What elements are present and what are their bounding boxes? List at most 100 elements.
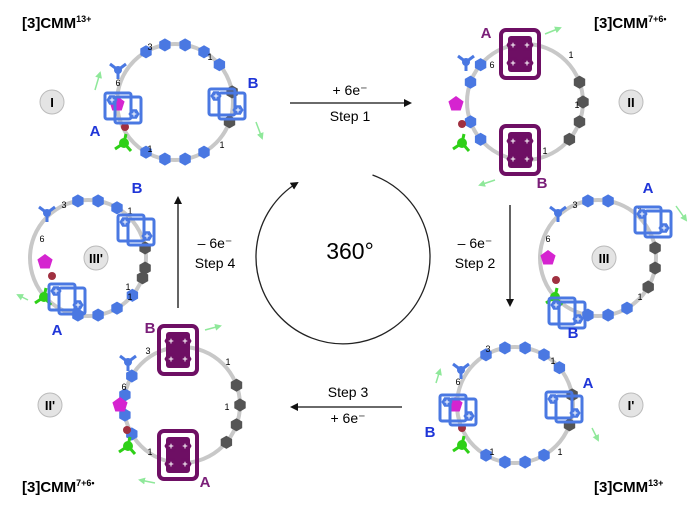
bipyridinium-hexagon — [111, 301, 123, 315]
bipyridinium-hexagon — [92, 308, 104, 322]
state-badge — [591, 245, 617, 271]
stopper-node — [123, 441, 133, 451]
linker-number: 3 — [485, 344, 490, 354]
linker-number: 1 — [207, 52, 212, 62]
linker-number: 1 — [219, 140, 224, 150]
plus-sign: + — [235, 105, 240, 115]
step1-label: + 6e⁻ Step 1 — [329, 82, 371, 124]
ring-letter: A — [90, 123, 101, 140]
bipyridinium-hexagon — [602, 308, 614, 322]
ring-box — [554, 394, 584, 424]
bipyridinium-hexagon — [126, 369, 138, 383]
spacer-hexagon — [563, 132, 576, 146]
plus-sign: + — [575, 314, 580, 324]
ring-letter: A — [643, 180, 654, 197]
ring-hexagon — [506, 39, 520, 51]
stopper-node — [457, 138, 467, 148]
motion-arrow — [591, 427, 599, 442]
linker-number: 6 — [121, 382, 126, 392]
ring-hexagon — [520, 39, 534, 51]
motion-arrow — [204, 323, 222, 331]
plus-sign: + — [168, 459, 173, 469]
bead — [123, 426, 131, 434]
ring-hexagon — [210, 91, 222, 101]
spacer-hexagon — [649, 241, 661, 255]
ring-hexagon — [441, 397, 453, 407]
ring-box — [126, 217, 156, 247]
spacer-hexagon — [649, 261, 661, 275]
ring-letter: B — [248, 75, 259, 92]
bipyridinium-hexagon — [553, 361, 566, 375]
plus-sign: + — [572, 408, 577, 418]
plus-sign: + — [550, 394, 555, 404]
step3-label: Step 3 + 6e⁻ — [327, 384, 369, 426]
plus-sign: + — [510, 136, 515, 146]
tripod-node — [124, 358, 132, 366]
linker-number: 1 — [127, 292, 132, 302]
state-badge — [39, 89, 65, 115]
bipyridinium-hexagon — [499, 341, 511, 355]
ring-hexagon — [506, 153, 520, 165]
linker-number: 1 — [224, 402, 229, 412]
bipyridinium-hexagon — [474, 58, 487, 72]
ring-hexagon — [164, 458, 178, 470]
linker-number: 1 — [574, 100, 579, 110]
state-label: I — [50, 95, 54, 110]
ring-box — [116, 213, 146, 243]
plus-sign: + — [524, 136, 529, 146]
bipyridinium-hexagon — [159, 152, 171, 166]
linker-number: 6 — [489, 60, 494, 70]
tripod-node — [554, 209, 562, 217]
bipyridinium-hexagon — [464, 115, 477, 129]
state-label: III — [599, 251, 610, 266]
ring-box — [547, 296, 577, 326]
tripod-node — [457, 366, 465, 374]
plus-sign: + — [168, 354, 173, 364]
ring-letter: B — [145, 320, 156, 337]
plus-sign: + — [510, 154, 515, 164]
plus-sign: + — [661, 223, 666, 233]
ring-hexagon — [72, 300, 84, 310]
ring-hexagon — [178, 353, 192, 365]
linker-number: 1 — [225, 357, 230, 367]
plus-sign: + — [182, 459, 187, 469]
plus-sign: + — [182, 354, 187, 364]
plus-sign: + — [466, 411, 471, 421]
linker-number: 1 — [637, 292, 642, 302]
stopper-node — [119, 138, 129, 148]
ring-hexagon — [178, 440, 192, 452]
motion-arrow — [478, 179, 496, 187]
bipyridinium-hexagon — [72, 194, 84, 208]
pentagon-station — [112, 397, 128, 412]
rotation-arrow — [255, 174, 431, 345]
motion-arrow — [675, 205, 688, 222]
ring-hexagon — [128, 109, 140, 119]
state-badge — [618, 89, 644, 115]
bipyridinium-hexagon — [198, 145, 210, 159]
bipyridinium-hexagon — [179, 38, 191, 52]
motion-arrow — [544, 26, 562, 35]
bipyridinium-hexagon — [474, 132, 487, 146]
state-label: III' — [89, 251, 103, 266]
ring-box — [113, 95, 143, 125]
motion-arrow — [138, 477, 156, 485]
ring-box — [633, 205, 663, 235]
ring-box — [47, 282, 77, 312]
bipyridinium-hexagon — [538, 348, 550, 362]
plus-sign: + — [168, 441, 173, 451]
motion-arrow — [16, 294, 29, 301]
plus-sign: + — [510, 58, 515, 68]
ring-hexagon — [232, 105, 244, 115]
rotation-label: 360° — [326, 238, 374, 264]
linker-number: 6 — [115, 78, 120, 88]
step2-label: – 6e⁻ Step 2 — [454, 235, 496, 271]
bipyridinium-hexagon — [582, 194, 594, 208]
ring-box — [438, 393, 468, 423]
ring-letter: B — [425, 424, 436, 441]
pentagon-station — [37, 254, 53, 269]
ring-hexagon — [141, 231, 153, 241]
ring-hexagon — [164, 353, 178, 365]
